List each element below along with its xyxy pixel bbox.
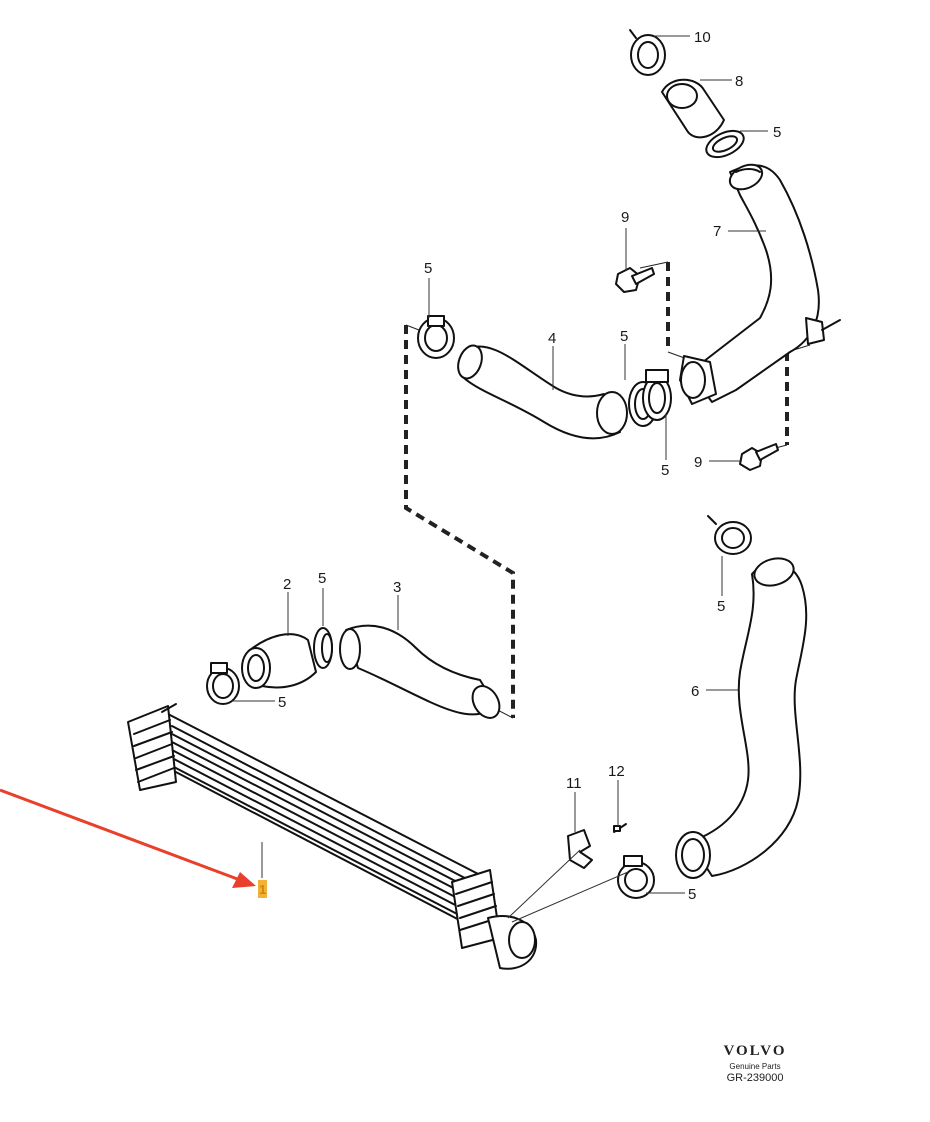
intercooler-1 — [127, 703, 538, 970]
callout-5-pipe: 5 — [318, 570, 326, 587]
clamp-10 — [629, 29, 666, 76]
callout-4: 4 — [548, 330, 556, 347]
volvo-footer: VOLVO Genuine Parts GR-239000 — [690, 1043, 820, 1084]
hose-6 — [675, 557, 808, 879]
bracket-11 — [567, 829, 593, 869]
clamp-5-pipe — [313, 627, 333, 669]
callout-11: 11 — [566, 775, 582, 792]
clamp-5-right — [707, 515, 752, 555]
callout-9-bottom: 9 — [694, 454, 702, 471]
callout-12: 12 — [608, 763, 625, 780]
highlight-arrow — [0, 788, 256, 888]
hose-2 — [241, 633, 317, 689]
diagram-code: GR-239000 — [726, 1072, 784, 1084]
bolt-9-bottom — [739, 443, 779, 471]
brand-logo-text: VOLVO — [723, 1043, 787, 1059]
pipe-7 — [679, 163, 841, 405]
callout-5-lower: 5 — [688, 886, 696, 903]
clamp-5-clamp — [206, 662, 240, 705]
callout-8: 8 — [735, 73, 743, 90]
callout-10: 10 — [694, 29, 711, 46]
callout-3: 3 — [393, 579, 401, 596]
screw-12 — [613, 823, 627, 833]
highlight-label-box — [258, 880, 267, 898]
callout-1: 1 — [259, 882, 266, 897]
callout-5-mid: 5 — [620, 328, 628, 345]
callout-5-clamp: 5 — [278, 694, 286, 711]
clamp-5-mid-pair — [628, 369, 672, 427]
callout-7: 7 — [713, 223, 721, 240]
brand-subtitle: Genuine Parts — [729, 1062, 781, 1071]
callout-5-right: 5 — [717, 598, 725, 615]
clamp-5-lower — [617, 855, 655, 899]
connector-8 — [661, 78, 725, 139]
callout-2: 2 — [283, 576, 291, 593]
callout-5-below: 5 — [661, 462, 669, 479]
assembly-dash-left — [404, 325, 515, 718]
bolt-9-top — [615, 267, 655, 293]
callout-5-left: 5 — [424, 260, 432, 277]
callout-6: 6 — [691, 683, 699, 700]
callout-9-top: 9 — [621, 209, 629, 226]
hose-4 — [457, 344, 628, 440]
callout-5-top: 5 — [773, 124, 781, 141]
hose-3 — [339, 624, 501, 719]
clamp-5-top — [705, 129, 745, 159]
clamp-5-left — [417, 315, 455, 359]
leader-lines — [232, 35, 768, 923]
